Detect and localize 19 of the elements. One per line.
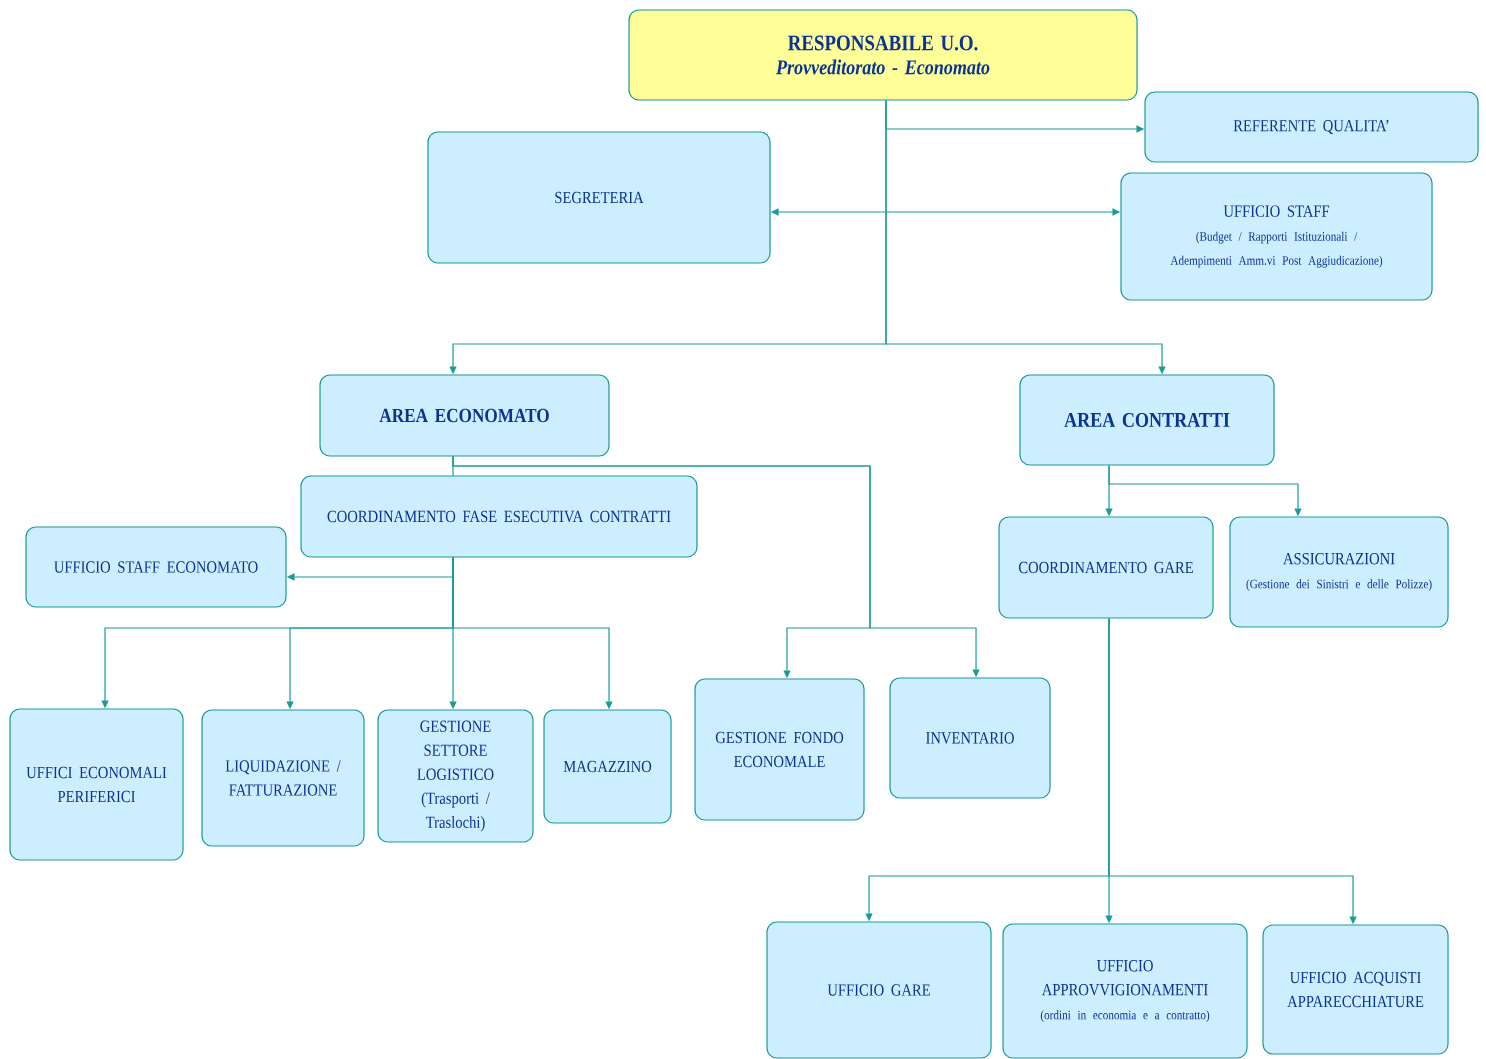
org-box: REFERENTE QUALITA’ <box>1144 91 1479 163</box>
org-box: COORDINAMENTO FASE ESECUTIVA CONTRATTI <box>300 475 698 558</box>
org-box: INVENTARIO <box>889 677 1051 799</box>
org-box: UFFICI ECONOMALI PERIFERICI <box>9 708 184 861</box>
org-box: UFFICIO ACQUISTI APPARECCHIATURE <box>1262 924 1449 1055</box>
org-box: LIQUIDAZIONE / FATTURAZIONE <box>201 709 365 847</box>
org-box: ASSICURAZIONI (Gestione dei Sinistri e delle Polizze) <box>1229 516 1449 628</box>
org-box: UFFICIO STAFF ECONOMATO <box>25 526 287 608</box>
org-box: UFFICIO GARE <box>766 921 992 1059</box>
org-box: AREA ECONOMATO <box>319 374 610 457</box>
org-box: GESTIONE FONDO ECONOMALE <box>694 678 865 821</box>
org-box: UFFICIO STAFF (Budget / Rapporti Istituzionali / Adempimenti Amm.vi Post Aggiudicazione) <box>1120 172 1433 301</box>
org-box: COORDINAMENTO GARE <box>998 516 1214 619</box>
org-box: MAGAZZINO <box>543 709 672 824</box>
org-box: AREA CONTRATTI <box>1019 374 1275 466</box>
header-box: RESPONSABILE U.O. Provveditorato - Economato <box>628 9 1138 101</box>
org-box: SEGRETERIA <box>427 131 771 264</box>
org-box: GESTIONE SETTORE LOGISTICO (Trasporti / Traslochi) <box>377 709 534 843</box>
org-box: UFFICIO APPROVVIGIONAMENTI (ordini in economia e a contratto) <box>1002 923 1248 1059</box>
